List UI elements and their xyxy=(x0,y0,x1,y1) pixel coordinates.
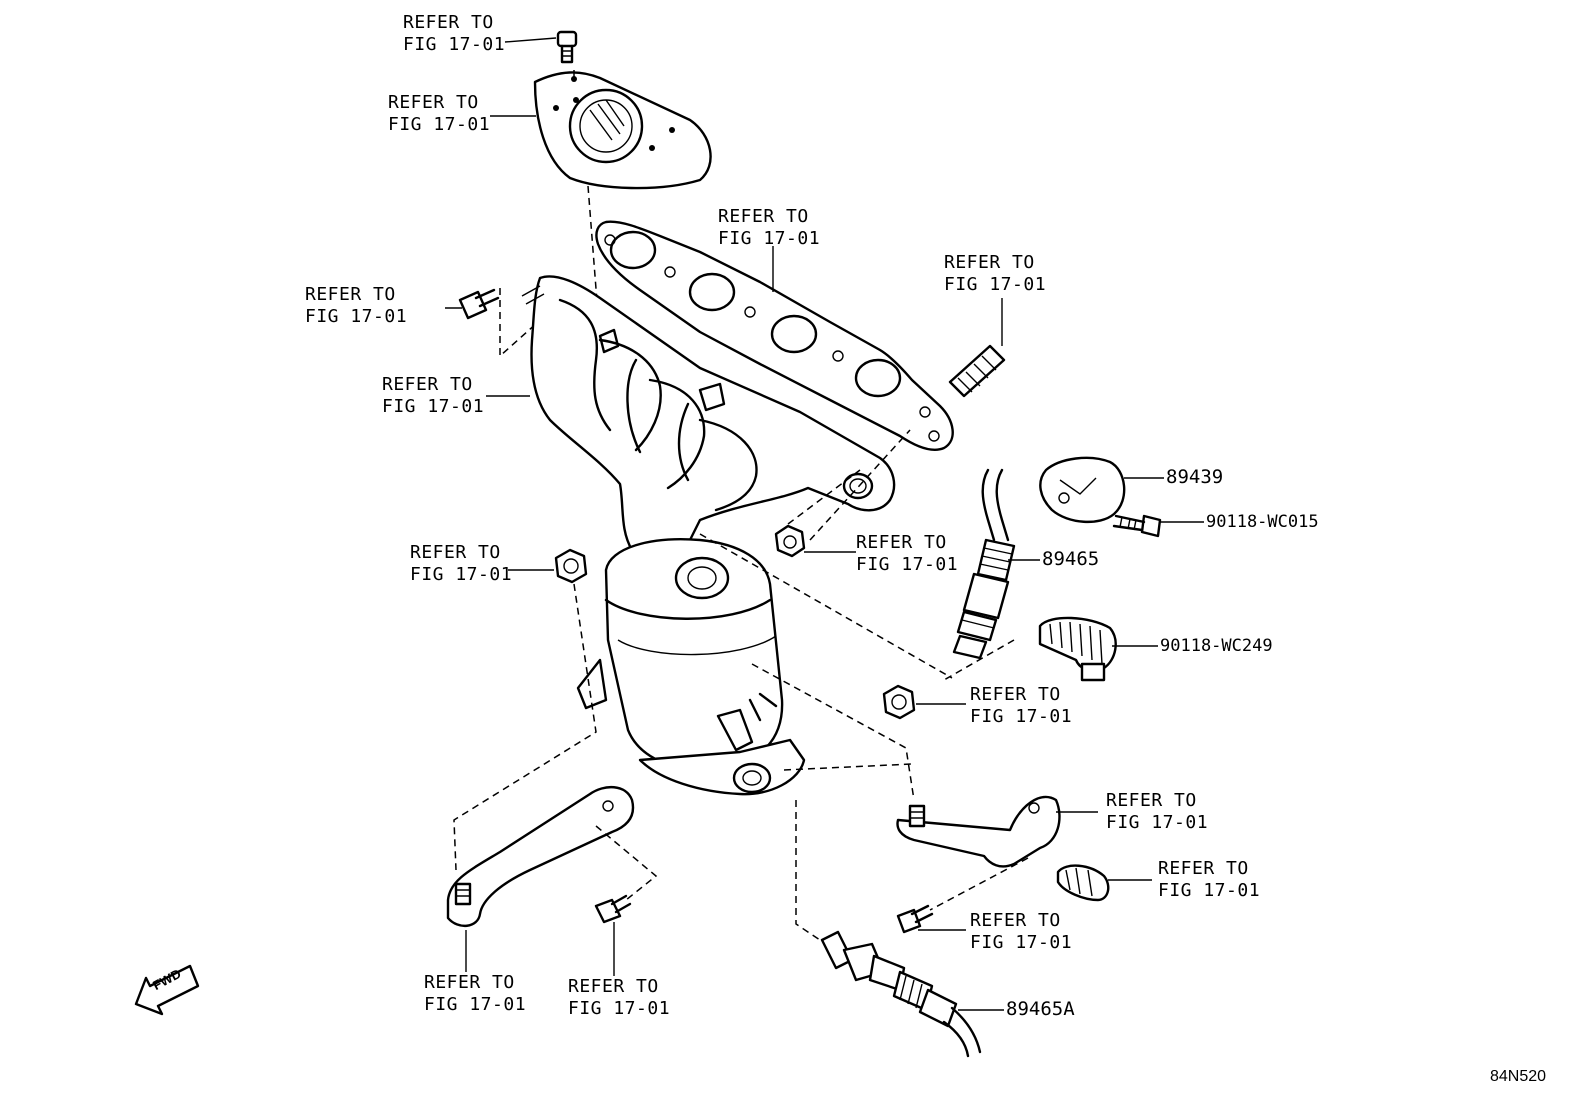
clip-90118-wc249 xyxy=(1038,616,1117,682)
part-number-90118-wc249: 90118-WC249 xyxy=(1160,636,1273,656)
stay-bolt-right xyxy=(896,904,934,934)
stud-bolt xyxy=(948,344,1006,398)
figure-code: 84N520 xyxy=(1490,1068,1547,1085)
stay-bolt-left xyxy=(594,894,632,924)
fwd-arrow xyxy=(134,964,200,1016)
manifold-gasket xyxy=(595,220,954,451)
bolt-90118-wc015 xyxy=(1112,514,1162,538)
exhaust-manifold xyxy=(521,275,896,557)
converter-stay-right xyxy=(896,795,1061,868)
oxygen-sensor-upper xyxy=(952,468,1016,660)
manifold-bolt-left xyxy=(458,288,500,320)
converter-nut-right xyxy=(882,684,916,720)
part-number-89465: 89465 xyxy=(1042,548,1100,570)
clamp xyxy=(1056,864,1110,902)
top-bolt xyxy=(556,30,578,64)
manifold-nut xyxy=(774,524,806,558)
converter-stay-left xyxy=(446,786,635,927)
catalytic-converter xyxy=(576,538,806,796)
part-number-89439: 89439 xyxy=(1166,466,1224,488)
oxygen-sensor-lower xyxy=(820,930,982,1058)
sensor-cover-89439 xyxy=(1039,456,1126,524)
heat-insulator xyxy=(533,71,712,190)
part-number-89465a: 89465A xyxy=(1006,998,1075,1020)
part-number-90118-wc015: 90118-WC015 xyxy=(1206,512,1319,532)
converter-nut-left xyxy=(554,548,588,584)
